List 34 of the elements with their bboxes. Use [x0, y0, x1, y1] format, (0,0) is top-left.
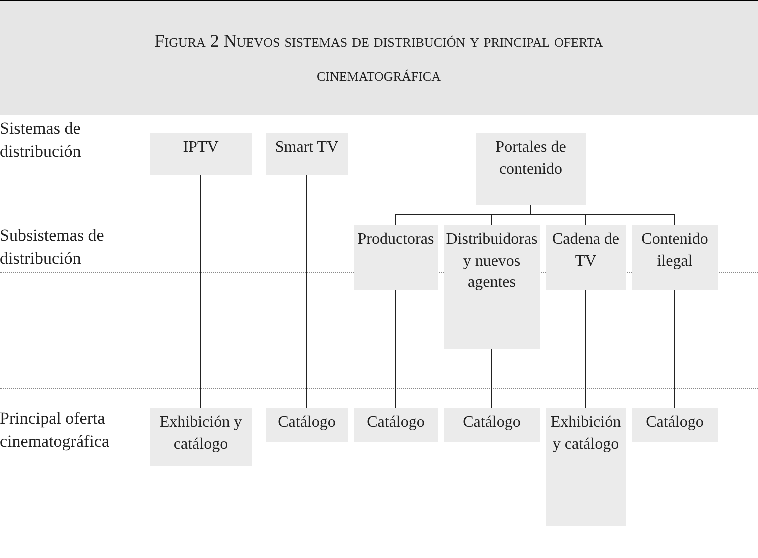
box-label: Portales de contenido	[494, 138, 568, 180]
category-box	[354, 225, 438, 290]
connector-line	[200, 174, 202, 408]
figure-title: Figura 2 Nuevos sistemas de distribución y principal oferta cinematográfica	[154, 30, 604, 87]
connector-line	[674, 290, 676, 408]
box-label: Catálogo	[277, 413, 337, 433]
box-label: Productoras	[356, 230, 436, 250]
box-label: Catálogo	[366, 413, 426, 433]
category-box	[354, 408, 438, 442]
box-label: Exhibición y catálogo	[158, 413, 244, 455]
row-label: Subsistemas de distribución	[0, 225, 106, 270]
category-box	[266, 408, 348, 442]
category-box	[632, 408, 718, 442]
category-box	[444, 225, 540, 349]
category-box	[546, 408, 626, 526]
box-label: Exhibición y catálogo	[550, 413, 622, 455]
box-label: Smart TV	[274, 138, 340, 158]
category-box	[476, 133, 586, 205]
box-label: Catálogo	[645, 413, 705, 433]
category-box	[266, 133, 348, 175]
category-box	[150, 408, 252, 466]
row-label: Principal oferta cinematográfica	[0, 408, 108, 453]
box-label: Catálogo	[462, 413, 522, 433]
box-label: Distribuidoras y nuevos agentes	[445, 230, 539, 294]
category-box	[150, 133, 252, 175]
connector-line	[306, 174, 308, 408]
connector-line	[530, 204, 676, 226]
box-label: IPTV	[182, 138, 220, 158]
category-box	[632, 225, 718, 290]
box-label: Contenido ilegal	[640, 230, 710, 272]
box-label: Cadena de TV	[551, 230, 621, 272]
category-box	[444, 408, 540, 442]
category-box	[546, 225, 626, 290]
row-label: Sistemas de distribución	[0, 118, 82, 163]
